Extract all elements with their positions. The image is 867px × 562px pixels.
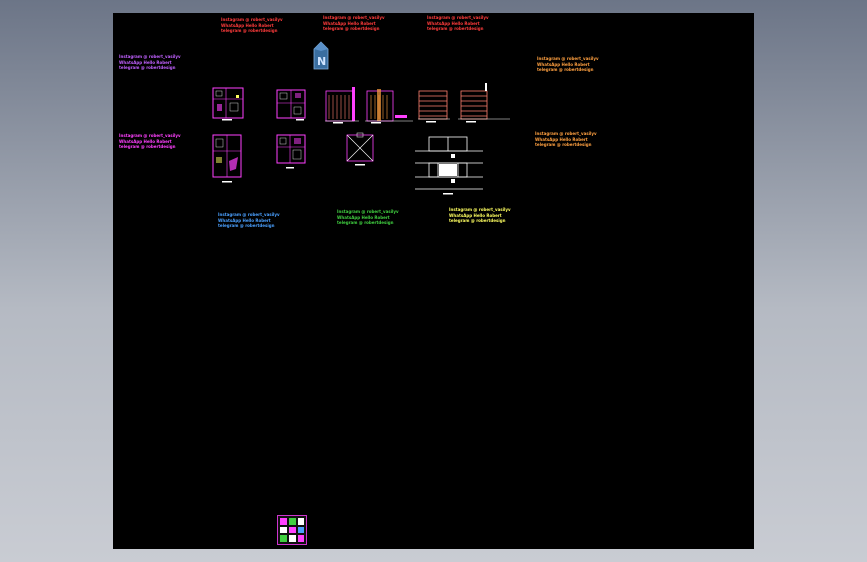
contact-note-blue-1: Instagram @ robert_vasilyv WhatsApp Hell…	[218, 212, 280, 229]
elevation-rear[interactable]	[418, 87, 450, 125]
note-line: Instagram @ robert_vasilyv	[537, 56, 599, 61]
elevation-front[interactable]	[325, 85, 359, 125]
note-line: Instagram @ robert_vasilyv	[535, 131, 597, 136]
note-line: WhatsApp Hello Robert	[337, 214, 390, 220]
note-line: Instagram @ robert_vasilyv	[449, 207, 511, 212]
contact-note-violet-1: Instagram @ robert_vasilyv WhatsApp Hell…	[119, 54, 181, 71]
note-line: telegram @ robertdesign	[449, 218, 506, 223]
note-line: Instagram @ robert_vasilyv	[218, 212, 280, 217]
elevation-left[interactable]	[458, 81, 510, 125]
note-line: telegram @ robertdesign	[535, 142, 592, 147]
note-line: WhatsApp Hello Robert	[218, 217, 271, 223]
contact-note-red-3: Instagram @ robert_vasilyv WhatsApp Hell…	[427, 15, 489, 32]
logo-icon: N	[313, 41, 329, 71]
note-line: WhatsApp Hello Robert	[119, 138, 172, 144]
contact-note-orange-1: Instagram @ robert_vasilyv WhatsApp Hell…	[537, 56, 599, 73]
floor-plan-3[interactable]	[212, 133, 244, 187]
note-line: Instagram @ robert_vasilyv	[323, 15, 385, 20]
svg-text:N: N	[317, 55, 326, 68]
contact-note-red-1: Instagram @ robert_vasilyv WhatsApp Hell…	[221, 17, 283, 34]
note-line: telegram @ robertdesign	[119, 65, 176, 70]
contact-note-red-2: Instagram @ robert_vasilyv WhatsApp Hell…	[323, 15, 385, 32]
contact-note-green-1: Instagram @ robert_vasilyv WhatsApp Hell…	[337, 209, 399, 226]
note-line: Instagram @ robert_vasilyv	[427, 15, 489, 20]
note-line: WhatsApp Hello Robert	[537, 61, 590, 67]
contact-note-magenta-1: Instagram @ robert_vasilyv WhatsApp Hell…	[119, 133, 181, 150]
note-line: telegram @ robertdesign	[119, 144, 176, 149]
floor-plan-4[interactable]	[276, 133, 308, 173]
contact-note-yellow-1: Instagram @ robert_vasilyv WhatsApp Hell…	[449, 207, 511, 224]
note-line: WhatsApp Hello Robert	[221, 22, 274, 28]
note-line: WhatsApp Hello Robert	[427, 20, 480, 26]
floor-plan-1[interactable]	[212, 87, 244, 121]
site-plan[interactable]	[411, 133, 487, 199]
note-line: Instagram @ robert_vasilyv	[221, 17, 283, 22]
note-line: telegram @ robertdesign	[537, 67, 594, 72]
roof-plan[interactable]	[344, 131, 378, 169]
note-line: telegram @ robertdesign	[221, 28, 278, 33]
note-line: telegram @ robertdesign	[323, 26, 380, 31]
floor-plan-2[interactable]	[276, 89, 308, 121]
note-line: telegram @ robertdesign	[427, 26, 484, 31]
note-line: WhatsApp Hello Robert	[119, 59, 172, 65]
title-block-thumbnail[interactable]	[277, 515, 307, 545]
note-line: WhatsApp Hello Robert	[535, 136, 588, 142]
contact-note-orange-2: Instagram @ robert_vasilyv WhatsApp Hell…	[535, 131, 597, 148]
note-line: Instagram @ robert_vasilyv	[337, 209, 399, 214]
elevation-side[interactable]	[365, 85, 413, 125]
drawing-canvas[interactable]: Instagram @ robert_vasilyv WhatsApp Hell…	[113, 13, 754, 549]
note-line: Instagram @ robert_vasilyv	[119, 133, 181, 138]
note-line: WhatsApp Hello Robert	[449, 212, 502, 218]
note-line: WhatsApp Hello Robert	[323, 20, 376, 26]
note-line: telegram @ robertdesign	[218, 223, 275, 228]
note-line: Instagram @ robert_vasilyv	[119, 54, 181, 59]
note-line: telegram @ robertdesign	[337, 220, 394, 225]
